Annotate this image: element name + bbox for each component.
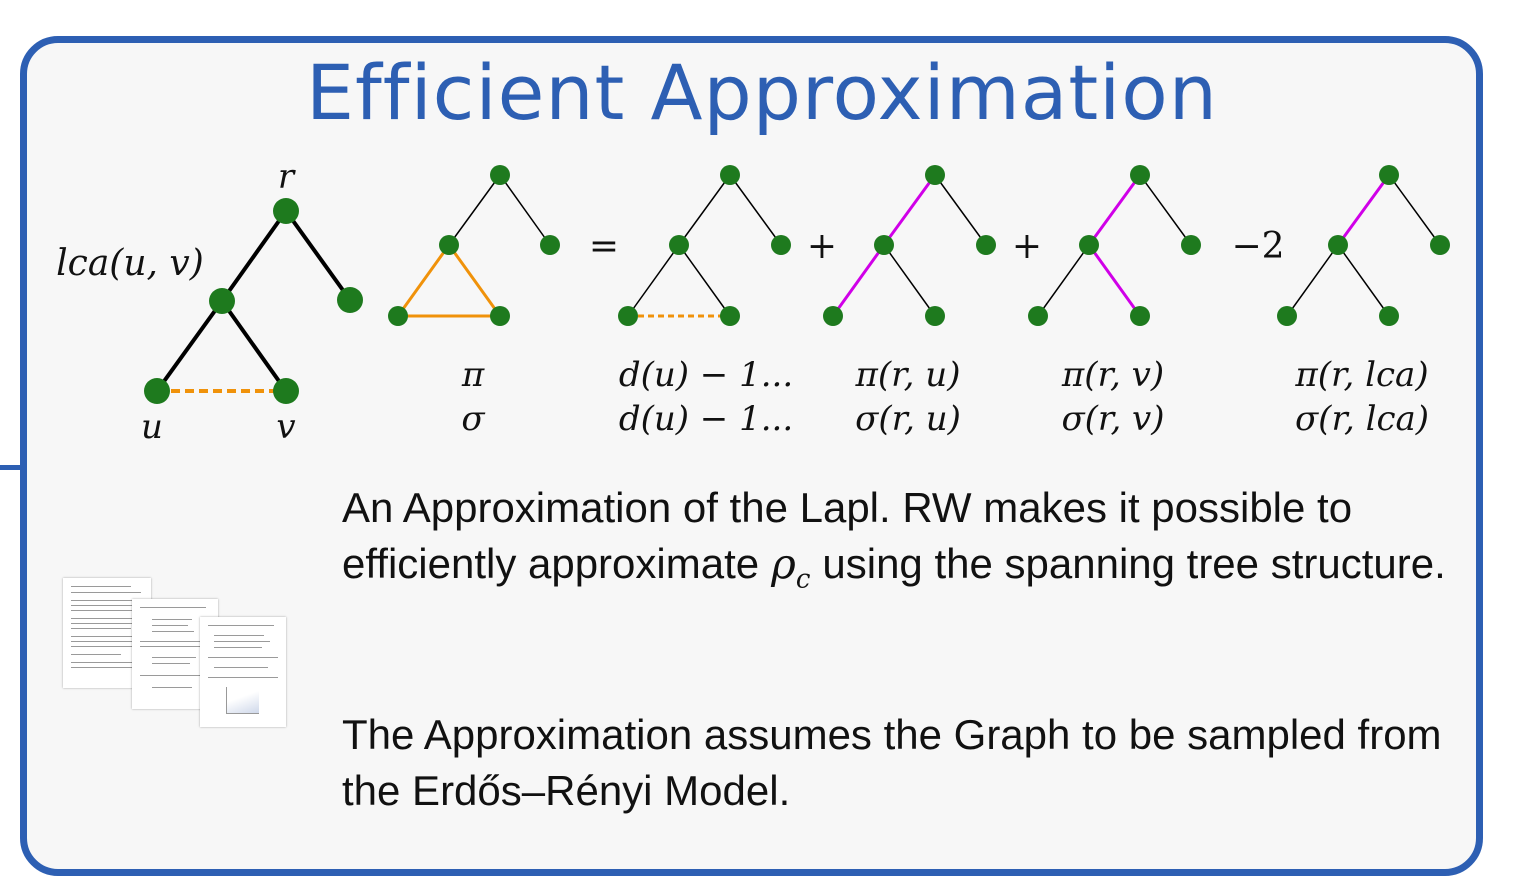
label-r: r: [278, 157, 296, 197]
formula-labels: π σ d(u) − 1... d(u) − 1... π(r, u) σ(r,…: [461, 355, 1429, 439]
label-sigma: σ: [461, 399, 485, 439]
rho-c-symbol: ρc: [759, 539, 822, 594]
label-du-2: d(u) − 1...: [619, 399, 793, 439]
plus-sign-2: +: [1012, 226, 1042, 267]
rho-subscript: c: [795, 564, 811, 595]
large-tree: r lca(u, v) u v: [56, 157, 363, 447]
label-sigma-rlca: σ(r, lca): [1295, 399, 1429, 439]
minus-two: −2: [1231, 226, 1284, 267]
node-r: [273, 198, 299, 224]
label-pi-ru: π(r, u): [855, 355, 961, 395]
paragraph-approximation: An Approximation of the Lapl. RW makes i…: [342, 480, 1462, 607]
equals-sign: =: [589, 226, 619, 267]
node-right: [337, 287, 363, 313]
content-panel: [20, 36, 1483, 876]
paragraph-1-after-rho: using the spanning tree structure.: [822, 540, 1446, 587]
label-sigma-rv: σ(r, v): [1061, 399, 1164, 439]
small-tree-3: [823, 165, 996, 326]
small-tree-1: [388, 165, 560, 326]
label-du-1: d(u) − 1...: [619, 355, 793, 395]
small-tree-4: [1028, 165, 1201, 326]
label-v: v: [276, 407, 295, 447]
node-v: [273, 378, 299, 404]
label-pi-rv: π(r, v): [1061, 355, 1164, 395]
label-sigma-ru: σ(r, u): [855, 399, 961, 439]
tree-diagram: r lca(u, v) u v = +: [56, 157, 1450, 447]
label-lca: lca(u, v): [56, 243, 204, 284]
plus-sign-1: +: [807, 226, 837, 267]
paragraph-1-before-rho: An Approximation of the Lapl. RW makes i…: [342, 484, 1353, 587]
paper-page-thumbnail: [200, 617, 286, 727]
small-tree-2: [618, 165, 791, 326]
slide-title: Efficient Approximation: [306, 48, 1218, 137]
paragraph-erdos-renyi: The Approximation assumes the Graph to b…: [342, 711, 1442, 814]
label-pi: π: [461, 355, 485, 395]
label-u: u: [141, 407, 163, 447]
node-u: [144, 378, 170, 404]
small-tree-5: [1277, 165, 1450, 326]
label-pi-rlca: π(r, lca): [1294, 355, 1428, 395]
rho-symbol: ρ: [771, 539, 796, 588]
panel-edge-marker: [0, 465, 20, 470]
node-lca: [209, 288, 235, 314]
